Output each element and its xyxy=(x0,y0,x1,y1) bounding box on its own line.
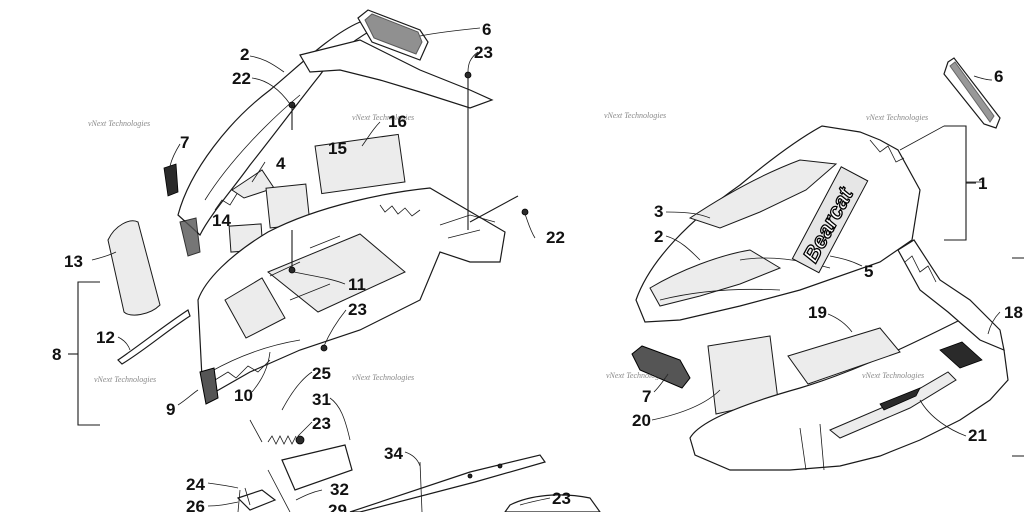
watermark: vNext Technologies xyxy=(866,113,928,122)
lower-hood-shell xyxy=(689,317,1009,471)
callout-label: 6 xyxy=(994,67,1003,86)
left-assembly xyxy=(68,9,601,512)
callout-label: 3 xyxy=(654,202,663,221)
vent-18 xyxy=(939,341,983,369)
callout-label: 31 xyxy=(312,390,331,409)
watermark: vNext Technologies xyxy=(88,119,150,128)
right-assembly: Bearcat xyxy=(631,57,1024,471)
callout-label: 22 xyxy=(546,228,565,247)
callout-label: 18 xyxy=(1004,303,1023,322)
side-vent-left xyxy=(163,163,179,197)
spring-part xyxy=(267,435,297,445)
watermark: vNext Technologies xyxy=(94,375,156,384)
long-rail xyxy=(349,454,546,512)
callout-label: 7 xyxy=(642,387,651,406)
callout-label: 29 xyxy=(328,501,347,512)
side-panel-3 xyxy=(688,159,838,229)
front-grille-left xyxy=(199,367,219,405)
watermark: vNext Technologies xyxy=(606,371,668,380)
callout-label: 1 xyxy=(978,174,987,193)
bracket-31 xyxy=(281,444,353,491)
callout-label: 22 xyxy=(232,69,251,88)
callout-label: 20 xyxy=(632,411,651,430)
watermark: vNext Technologies xyxy=(352,113,414,122)
callout-label: 23 xyxy=(474,43,493,62)
callout-label: 9 xyxy=(166,400,175,419)
side-panel-2 xyxy=(649,249,782,307)
callout-label: 8 xyxy=(52,345,61,364)
callout-label: 23 xyxy=(312,414,331,433)
callout-label: 7 xyxy=(180,133,189,152)
callout-label: 2 xyxy=(654,227,663,246)
callout-label: 15 xyxy=(328,139,347,158)
callout-label: 23 xyxy=(348,300,367,319)
callout-label: 19 xyxy=(808,303,827,322)
watermark: vNext Technologies xyxy=(862,371,924,380)
decal-16 xyxy=(314,133,406,195)
inner-window xyxy=(224,277,286,339)
callout-label: 32 xyxy=(330,480,349,499)
watermark: vNext Technologies xyxy=(352,373,414,382)
curved-shield xyxy=(107,220,161,316)
callout-label: 25 xyxy=(312,364,331,383)
callout-label: 13 xyxy=(64,252,83,271)
watermark: vNext Technologies xyxy=(604,111,666,120)
callout-label: 21 xyxy=(968,426,987,445)
callout-label: 14 xyxy=(212,211,231,230)
callout-label: 12 xyxy=(96,328,115,347)
bracket-26 xyxy=(236,489,277,511)
callout-label: 10 xyxy=(234,386,253,405)
trim-strip xyxy=(117,309,191,365)
callout-label: 11 xyxy=(348,275,366,294)
callout-label: 24 xyxy=(186,475,205,494)
callout-label: 5 xyxy=(864,262,873,281)
callout-label: 34 xyxy=(384,444,403,463)
decal-19 xyxy=(787,327,901,385)
side-panel-upper-lower xyxy=(897,239,1005,351)
callout-label: 2 xyxy=(240,45,249,64)
callout-label: 6 xyxy=(482,20,491,39)
callout-label: 26 xyxy=(186,497,205,512)
callout-label: 4 xyxy=(276,154,286,173)
callout-label: 23 xyxy=(552,489,571,508)
hood-frame-rail xyxy=(299,39,494,109)
windshield-panel xyxy=(267,233,406,313)
front-vent xyxy=(631,345,691,389)
callout-label: 16 xyxy=(388,112,407,131)
